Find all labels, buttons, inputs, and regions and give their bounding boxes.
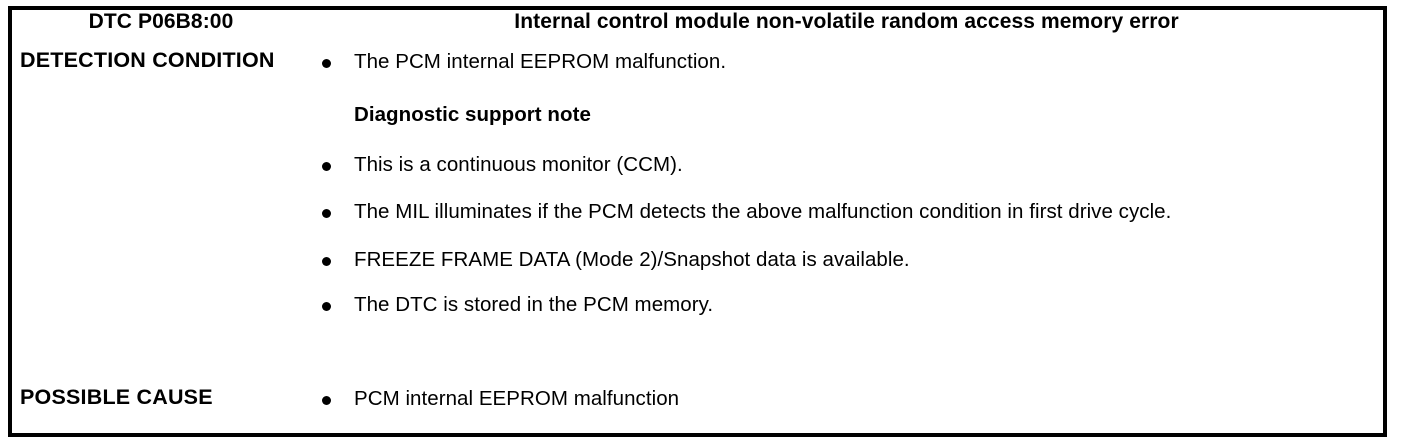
dtc-description-text: Internal control module non-volatile ran… xyxy=(514,10,1179,33)
table-row-detection-condition: DETECTION CONDITION The PCM internal EEP… xyxy=(12,48,1383,385)
table-row-header: DTC P06B8:00 Internal control module non… xyxy=(12,10,1383,48)
bullet-icon xyxy=(322,209,331,219)
possible-cause-label-cell: POSSIBLE CAUSE xyxy=(12,385,310,433)
dtc-table: DTC P06B8:00 Internal control module non… xyxy=(12,10,1383,433)
spacer xyxy=(310,75,1383,101)
dtc-code-text: DTC P06B8:00 xyxy=(88,10,234,33)
detection-condition-label-cell: DETECTION CONDITION xyxy=(12,48,310,385)
bullet-icon xyxy=(322,256,331,266)
list-item: The PCM internal EEPROM malfunction. xyxy=(310,48,1383,75)
diagnostic-support-note-heading: Diagnostic support note xyxy=(354,103,591,127)
dtc-description-cell: Internal control module non-volatile ran… xyxy=(310,10,1383,48)
list-item: The MIL illuminates if the PCM detects t… xyxy=(310,198,1383,225)
spacer xyxy=(310,178,1383,198)
spacer xyxy=(310,273,1383,291)
list-item: PCM internal EEPROM malfunction xyxy=(310,385,1383,412)
list-item: The DTC is stored in the PCM memory. xyxy=(310,291,1383,318)
dtc-code-cell: DTC P06B8:00 xyxy=(12,10,310,48)
detection-condition-list: The PCM internal EEPROM malfunction. Dia… xyxy=(310,48,1383,319)
possible-cause-content-cell: PCM internal EEPROM malfunction xyxy=(310,385,1383,433)
list-item-text: This is a continuous monitor (CCM). xyxy=(354,152,683,176)
list-item-text: PCM internal EEPROM malfunction xyxy=(354,387,680,410)
detection-condition-label: DETECTION CONDITION xyxy=(20,48,275,72)
possible-cause-label: POSSIBLE CAUSE xyxy=(20,385,213,409)
list-item-text: The DTC is stored in the PCM memory. xyxy=(354,293,714,317)
list-item-text: FREEZE FRAME DATA (Mode 2)/Snapshot data… xyxy=(354,247,910,271)
dtc-table-container: DTC P06B8:00 Internal control module non… xyxy=(8,6,1387,437)
bullet-icon xyxy=(322,395,331,405)
spacer xyxy=(310,226,1383,246)
list-item: This is a continuous monitor (CCM). xyxy=(310,151,1383,178)
list-item-text: The PCM internal EEPROM malfunction. xyxy=(354,50,727,73)
bullet-icon xyxy=(322,161,331,171)
detection-condition-content-cell: The PCM internal EEPROM malfunction. Dia… xyxy=(310,48,1383,385)
bullet-icon xyxy=(322,58,331,68)
possible-cause-list: PCM internal EEPROM malfunction xyxy=(310,385,1383,412)
table-row-possible-cause: POSSIBLE CAUSE PCM internal EEPROM malfu… xyxy=(12,385,1383,433)
bullet-icon xyxy=(322,302,331,311)
spacer xyxy=(310,129,1383,151)
list-item-text: The MIL illuminates if the PCM detects t… xyxy=(354,200,1172,224)
list-item: FREEZE FRAME DATA (Mode 2)/Snapshot data… xyxy=(310,246,1383,273)
